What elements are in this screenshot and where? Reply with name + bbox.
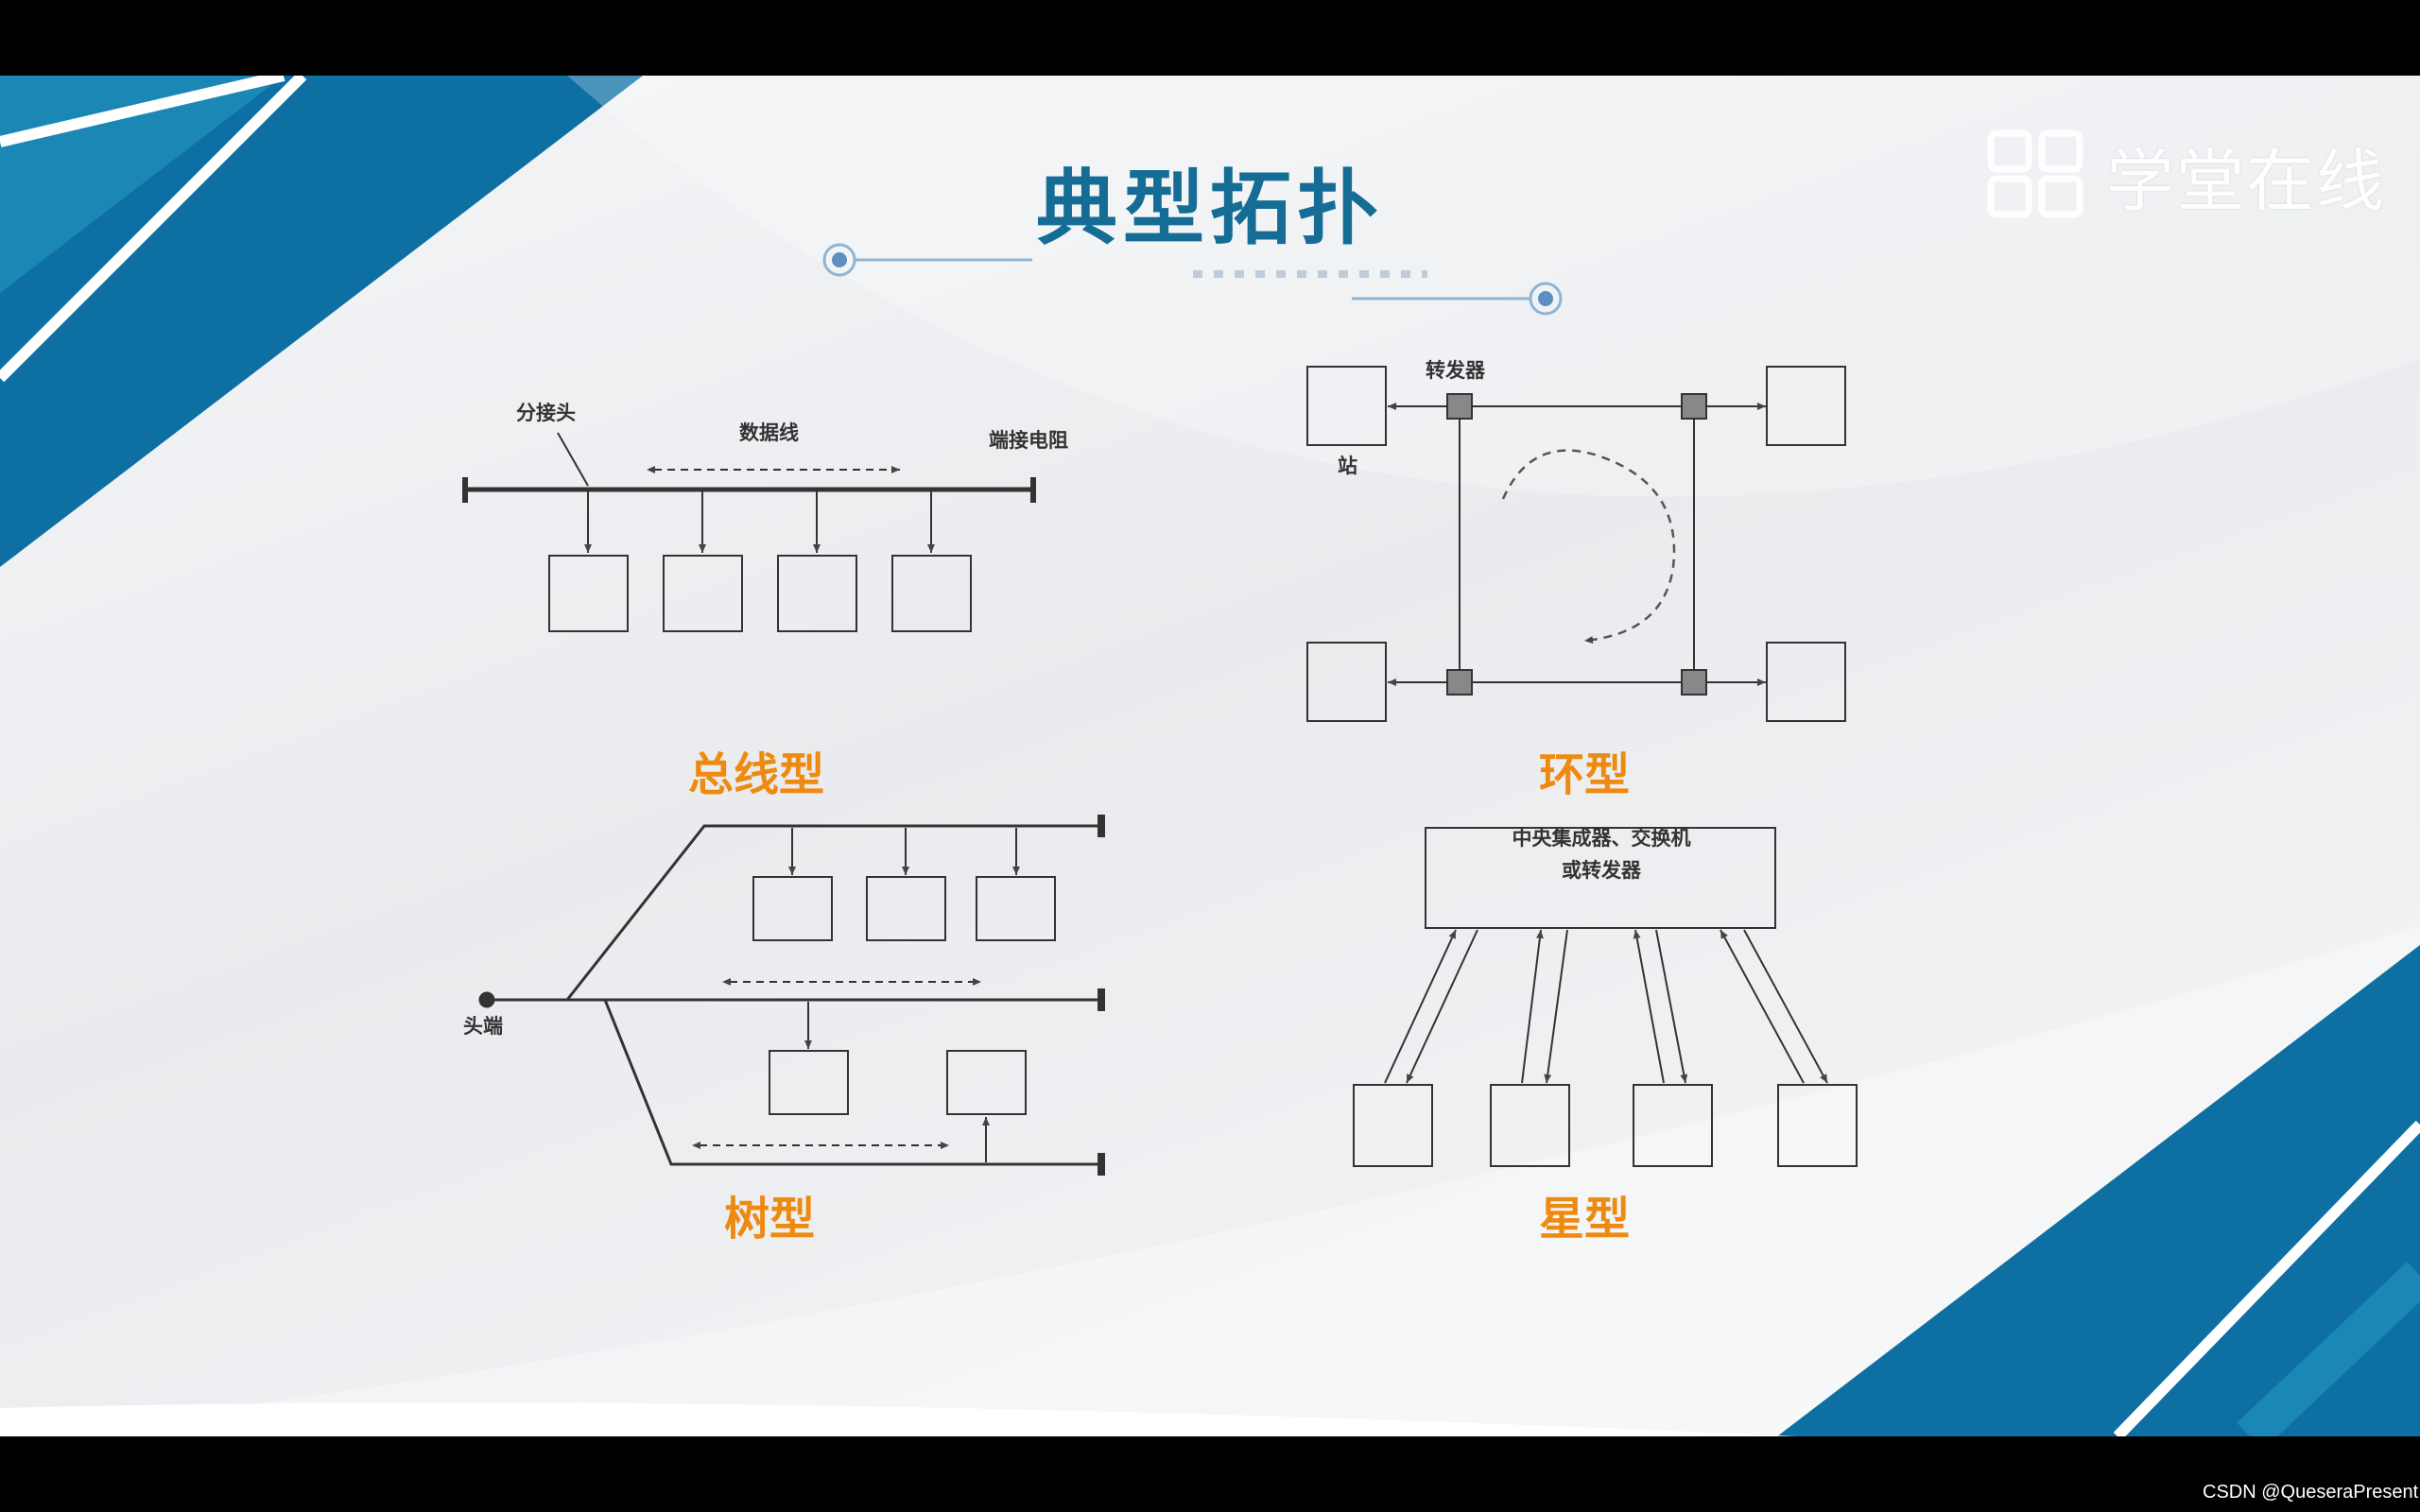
brand-logo: 学堂在线	[1985, 123, 2401, 227]
star-link-2-up	[1521, 929, 1544, 1084]
tree-station-5	[946, 1050, 1027, 1115]
slide: 典型拓扑 学堂在线 分接头 数据线 端接电阻 总线型 转发器 站 环型 头端 树…	[0, 76, 2420, 1436]
ring-station-2	[1766, 366, 1846, 446]
page-title: 典型拓扑	[1036, 162, 1384, 256]
slide-background	[0, 76, 2420, 1436]
tree-upper-branch	[565, 824, 1101, 1001]
star-link-4-down	[1743, 929, 1828, 1084]
bus-station-2	[663, 555, 743, 632]
star-hub-label: 中央集成器、交换机 或转发器	[1426, 822, 1777, 886]
ring-repeater-3	[1446, 669, 1473, 696]
bg-light-sweep-bottom	[0, 926, 2420, 1436]
bus-station-4	[891, 555, 972, 632]
star-link-2-down	[1544, 929, 1568, 1084]
star-link-3-up	[1633, 929, 1665, 1084]
tree-caption: 树型	[724, 1193, 816, 1246]
star-station-3	[1633, 1084, 1713, 1167]
top-letterbox	[0, 0, 2420, 76]
star-link-4-up	[1720, 929, 1805, 1084]
star-station-1	[1353, 1084, 1433, 1167]
star-link-1-up	[1384, 929, 1457, 1084]
star-caption: 星型	[1539, 1193, 1631, 1246]
grid-logo-icon	[1987, 129, 2083, 218]
bg-blue-stripe-4	[2237, 1262, 2420, 1436]
bg-bottom-wave	[0, 1402, 1796, 1436]
bg-white-stripe-3	[2113, 1120, 2420, 1436]
tree-diagram	[478, 815, 1105, 1176]
star-diagram	[1353, 827, 1858, 1167]
star-station-4	[1777, 1084, 1858, 1167]
brand-logo-text: 学堂在线	[2106, 141, 2387, 221]
bus-terminator-label: 端接电阻	[989, 429, 1068, 452]
bus-station-1	[548, 555, 629, 632]
ring-repeater-label: 转发器	[1426, 359, 1485, 382]
bus-data-line-label: 数据线	[739, 421, 799, 444]
bg-white-stripe-2	[0, 76, 307, 383]
bg-blue-band-top-left	[0, 76, 643, 567]
bus-tap-label: 分接头	[516, 402, 576, 424]
tree-station-1	[752, 876, 833, 941]
ring-direction-arrow	[1501, 449, 1676, 644]
ring-repeater-4	[1681, 669, 1707, 696]
bus-tap-pointer	[557, 432, 589, 487]
ring-station-label: 站	[1338, 455, 1357, 477]
star-hub-label-line1: 中央集成器、交换机	[1512, 827, 1691, 850]
tree-lower-branch	[603, 999, 1101, 1166]
bottom-letterbox	[0, 1436, 2420, 1512]
tree-station-4	[769, 1050, 849, 1115]
tree-station-3	[976, 876, 1056, 941]
ring-repeater-1	[1446, 393, 1473, 420]
bus-caption: 总线型	[688, 748, 825, 801]
ring-caption: 环型	[1539, 748, 1631, 801]
ring-station-4	[1766, 642, 1846, 722]
watermark-credit: CSDN @QueseraPresent	[2203, 1482, 2419, 1503]
star-station-2	[1490, 1084, 1570, 1167]
title-decoration	[822, 243, 1563, 316]
tree-headend-label: 头端	[463, 1015, 503, 1038]
star-hub-label-line2: 或转发器	[1562, 859, 1641, 882]
star-link-3-down	[1655, 929, 1688, 1084]
ring-station-1	[1306, 366, 1387, 446]
tree-station-2	[866, 876, 946, 941]
bg-blue-band-bottom-right	[1777, 945, 2420, 1436]
ring-diagram	[1306, 366, 1846, 722]
star-hub-box	[1425, 827, 1776, 929]
ring-station-3	[1306, 642, 1387, 722]
bus-station-3	[777, 555, 857, 632]
bg-white-stripe-1	[0, 76, 285, 147]
ring-repeater-2	[1681, 393, 1707, 420]
bus-diagram	[462, 432, 1036, 632]
bg-light-sweep	[567, 76, 2420, 497]
star-link-1-down	[1406, 929, 1478, 1084]
